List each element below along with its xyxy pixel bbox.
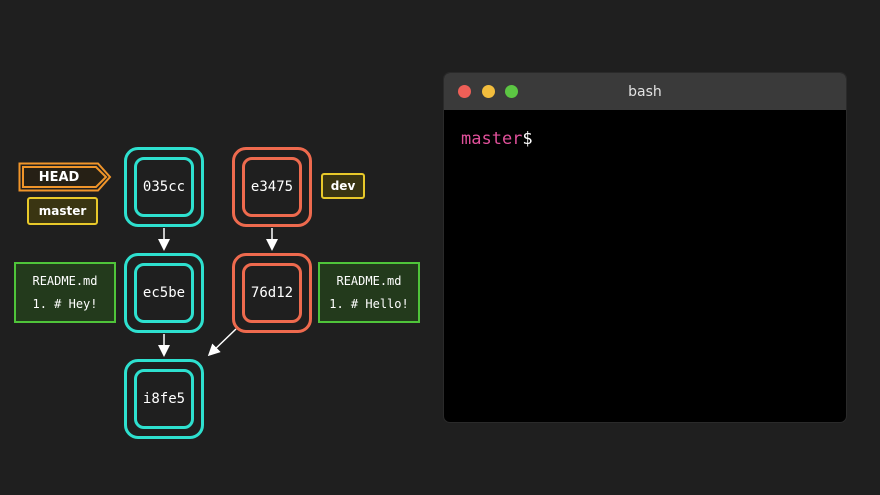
maximize-window-button[interactable]: [505, 85, 518, 98]
commit-hash: 035cc: [134, 157, 194, 217]
prompt-branch: master: [461, 129, 523, 149]
head-pointer: HEAD: [18, 162, 112, 192]
terminal-window[interactable]: bash master$: [444, 73, 846, 422]
commit-ec5be: ec5be: [124, 253, 204, 333]
file-content: 1. # Hey!: [32, 297, 98, 311]
terminal-titlebar[interactable]: bash: [444, 73, 846, 110]
commit-e3475: e3475: [232, 147, 312, 227]
commit-hash: i8fe5: [134, 369, 194, 429]
minimize-window-button[interactable]: [482, 85, 495, 98]
terminal-title: bash: [628, 83, 662, 100]
branch-tag-dev: dev: [321, 173, 365, 199]
commit-hash: ec5be: [134, 263, 194, 323]
commit-76d12: 76d12: [232, 253, 312, 333]
commit-i8fe5: i8fe5: [124, 359, 204, 439]
close-window-button[interactable]: [458, 85, 471, 98]
head-arrow-shape: [18, 162, 112, 192]
file-content: 1. # Hello!: [329, 297, 409, 311]
head-label: HEAD: [38, 169, 80, 185]
commit-hash: e3475: [242, 157, 302, 217]
file-name: README.md: [32, 274, 98, 288]
arrow-76d12-to-i8fe5: [207, 328, 237, 357]
commit-hash: 76d12: [242, 263, 302, 323]
file-name: README.md: [336, 274, 402, 288]
branch-tag-master: master: [27, 197, 98, 225]
prompt-symbol: $: [522, 129, 533, 149]
file-box-dev: README.md 1. # Hello!: [318, 262, 420, 323]
commit-035cc: 035cc: [124, 147, 204, 227]
file-box-master: README.md 1. # Hey!: [14, 262, 116, 323]
terminal-prompt[interactable]: master$: [461, 129, 533, 149]
